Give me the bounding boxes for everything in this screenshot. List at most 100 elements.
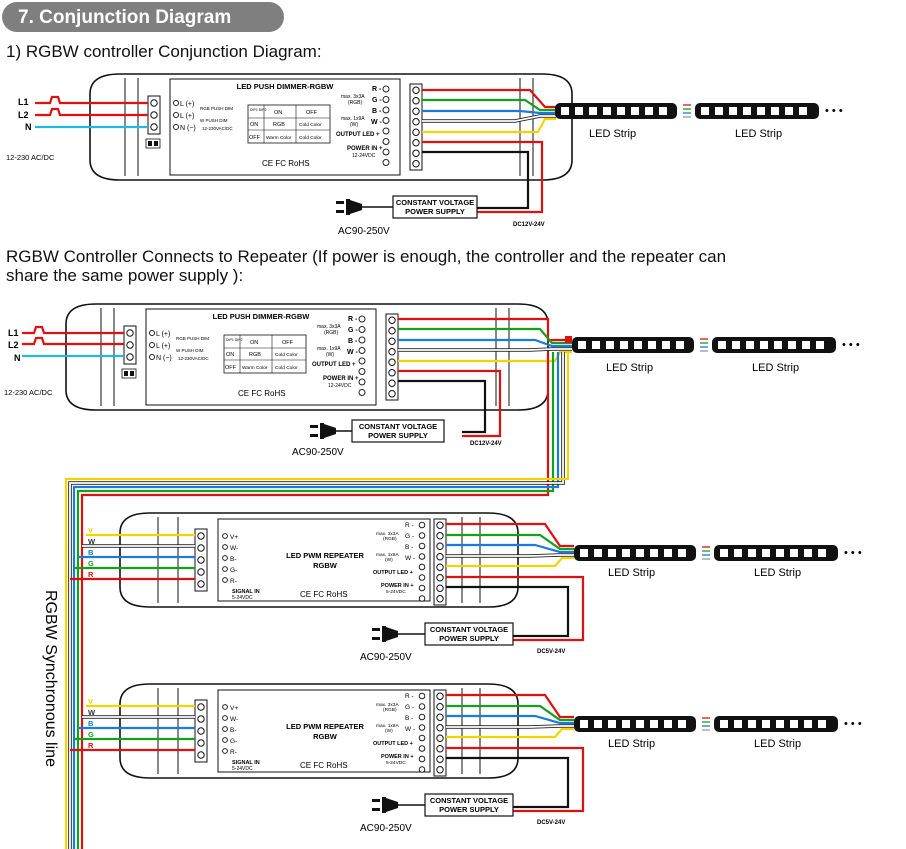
led-strip-chip	[734, 549, 742, 557]
subtitle-controller-diagram: 1) RGBW controller Conjunction Diagram:	[6, 42, 322, 61]
repeater-subtitle: RGBW	[313, 561, 338, 570]
led-strip	[555, 103, 677, 119]
output-r-label: R -	[348, 316, 358, 323]
input-l1-label: L1	[18, 97, 29, 107]
input-terminal-screw	[126, 329, 134, 337]
output-term-dot	[358, 389, 366, 396]
power-supply-label: CONSTANT VOLTAGE	[359, 422, 437, 431]
led-strip-chip	[715, 107, 723, 115]
output-term-dot	[382, 85, 390, 93]
input-voltage-label: 12-230 AC/DC	[4, 388, 53, 397]
output-term-dot	[418, 521, 426, 529]
output-term-dot	[418, 745, 426, 752]
dip-header: DIP1 DIP2	[226, 338, 243, 342]
wire-l2	[35, 107, 148, 117]
sync-letter-B: B	[88, 719, 94, 728]
led-strip-chip	[594, 549, 602, 557]
output-term-dot	[418, 553, 426, 560]
term-dot	[173, 112, 179, 118]
dip-switch	[145, 138, 161, 149]
repeater-input-label: W-	[230, 716, 238, 723]
output-terminal	[409, 83, 423, 171]
wire-out-b	[446, 543, 574, 554]
dip-mode-cold: Cold Color	[299, 135, 322, 141]
repeater-input-label: W-	[230, 545, 238, 552]
output-terminal-screw	[412, 118, 420, 126]
repeater-input-dot	[222, 555, 228, 561]
term-dot	[149, 342, 155, 348]
repeater-input-terminal-screw	[197, 703, 205, 711]
repeater-output-terminal-screw	[436, 724, 444, 732]
power-supply-label: POWER SUPPLY	[439, 634, 499, 643]
repeater-output-terminal-screw	[436, 713, 444, 721]
wire-out-g	[446, 533, 574, 551]
power-range-label: 5-24VDC	[386, 589, 406, 595]
wire-psu-minus	[446, 585, 570, 638]
power-supply-label: POWER SUPPLY	[405, 207, 465, 216]
led-strip-chip	[678, 549, 686, 557]
output-terminal-screw	[388, 327, 396, 335]
input-l1-label: L1	[8, 328, 19, 338]
signal-in-label: SIGNAL IN	[232, 589, 260, 595]
input-rgb-push-note: RGB PUSH DIM	[176, 336, 209, 341]
repeater-input-dot	[222, 726, 228, 732]
led-strip-chip	[678, 720, 686, 728]
signal-range-label: 5-24VDC	[232, 766, 253, 772]
wire-out-w	[422, 115, 556, 122]
led-strip-chip	[620, 341, 628, 349]
dip-mode-cold: Cold Color	[299, 122, 322, 128]
output-term-dot	[418, 574, 426, 581]
output-terminal-screw	[388, 358, 396, 366]
input-w-push-note: W PUSH DIM	[200, 118, 228, 123]
output-led-label: OUTPUT LED +	[312, 362, 356, 368]
plug-body	[382, 626, 386, 642]
dc-output-label: DC12V-24V	[470, 441, 502, 447]
led-strip-chip	[608, 549, 616, 557]
dip-switch-knob	[124, 371, 128, 376]
output-term-dot	[382, 138, 390, 145]
led-strip-continuation-dots: • • •	[842, 339, 860, 351]
led-strip	[572, 337, 694, 353]
dip-mode-cold: Cold Color	[275, 352, 298, 358]
led-strip-chip	[743, 107, 751, 115]
wire-psu-plus	[446, 575, 585, 642]
plug-body	[382, 797, 386, 813]
repeater-input-terminal-screw	[197, 580, 205, 588]
section-title-badge: 7. Conjunction Diagram	[2, 2, 284, 32]
led-strip-chip	[734, 720, 742, 728]
output-term-dot	[382, 106, 390, 114]
output-term-dot	[358, 326, 366, 333]
power-in-label: POWER IN +	[381, 583, 414, 589]
repeater-subtitle: RGBW	[313, 732, 338, 741]
repeater-input-label: R-	[230, 749, 237, 756]
max-w-sub: (W)	[385, 557, 393, 563]
led-strip-continuation-dots: • • •	[844, 718, 862, 730]
led-strip-chip	[718, 341, 726, 349]
output-term-dot	[358, 336, 366, 344]
dip-on-label: ON	[250, 340, 258, 346]
wire-out-b	[446, 714, 574, 725]
output-term-dot	[418, 692, 426, 700]
sync-letter-W: W	[88, 708, 96, 717]
led-strip-chip	[575, 107, 583, 115]
power-supply-box	[424, 622, 514, 646]
output-terminal-screw	[388, 369, 396, 377]
max-w-sub: (W)	[326, 352, 334, 358]
output-term-dot	[418, 532, 426, 539]
dip-mode-cold: Cold Color	[275, 365, 298, 371]
wire-out-vplus	[446, 556, 574, 568]
led-strip-chip	[664, 549, 672, 557]
max-rgb-label: max. 3x3A	[376, 702, 399, 708]
led-strip-label: LED Strip	[735, 128, 782, 140]
output-term-dot	[358, 378, 366, 386]
signal-in-label: SIGNAL IN	[232, 760, 260, 766]
led-strip-chip	[776, 549, 784, 557]
power-supply-box	[351, 419, 445, 443]
wire-out-b	[398, 338, 572, 348]
repeater-input-label: G-	[230, 567, 237, 574]
output-terminal-screw	[412, 97, 420, 105]
wire-l1	[35, 95, 148, 105]
power-supply-label: CONSTANT VOLTAGE	[396, 198, 474, 207]
led-strip-chip	[760, 341, 768, 349]
sync-letter-V: V	[88, 697, 93, 706]
